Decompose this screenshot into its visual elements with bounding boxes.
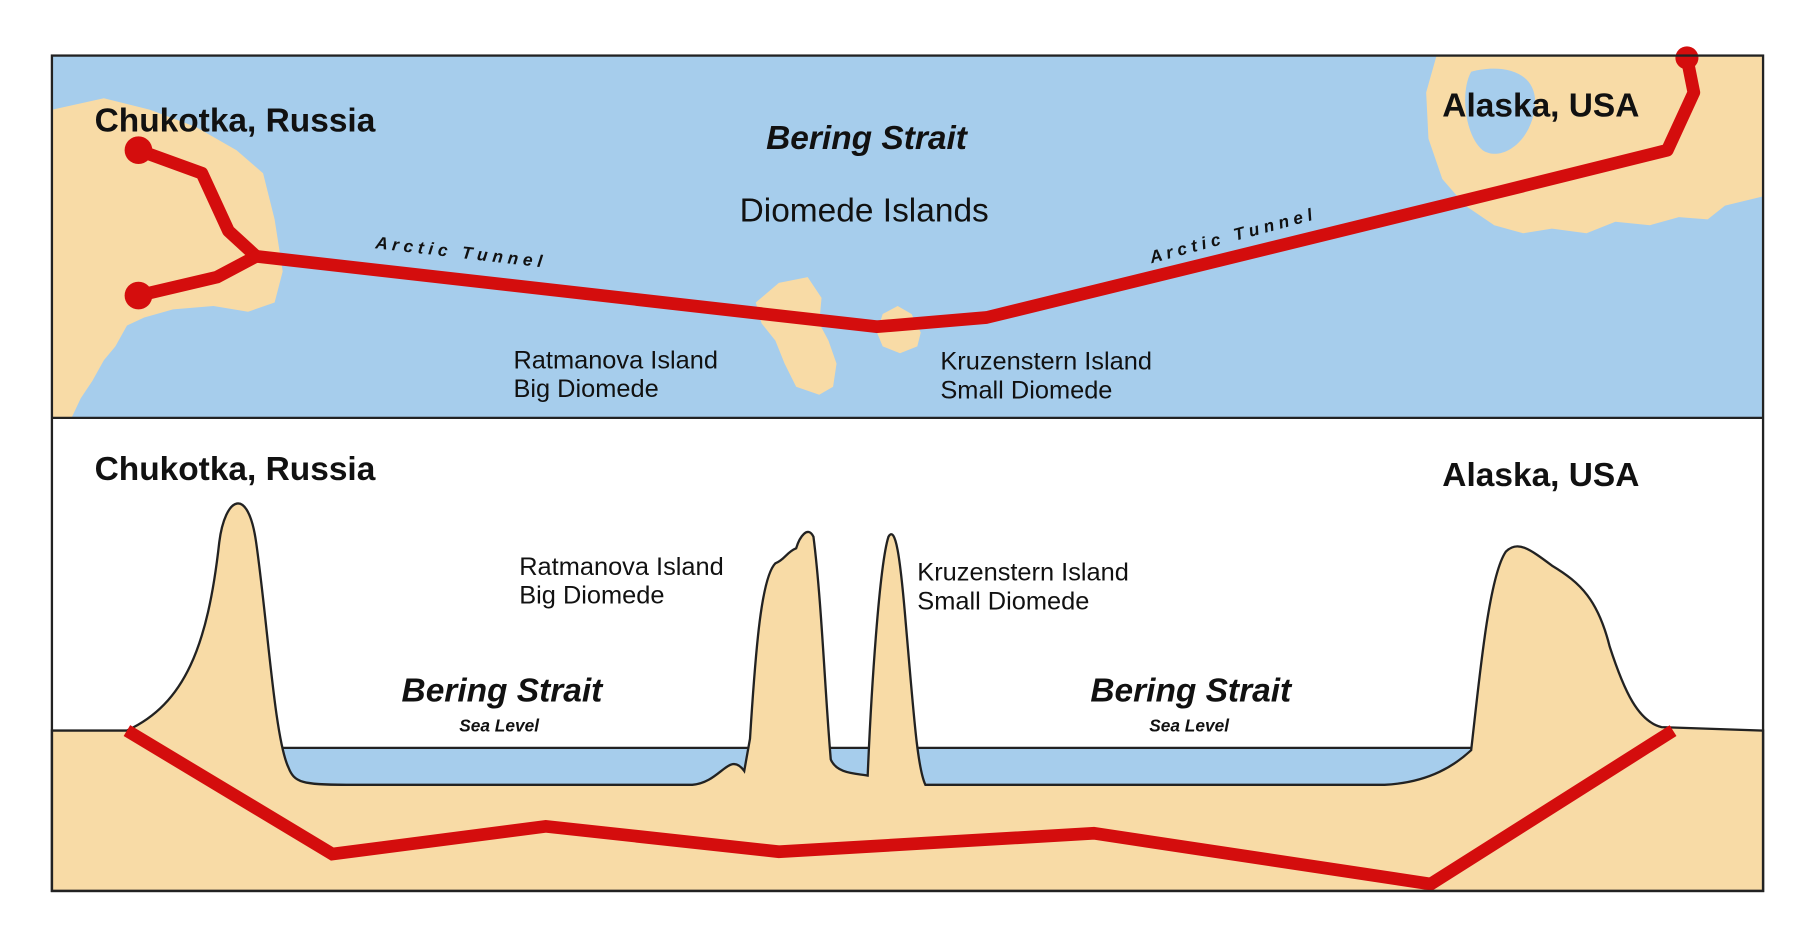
profile-sea-level-right: Sea Level [1149, 716, 1230, 736]
diagram-frame [50, 54, 1765, 893]
profile-russia-label: Chukotka, Russia [95, 451, 376, 488]
map-strait-label: Bering Strait [766, 120, 969, 157]
profile-small-island-alt: Small Diomede [917, 587, 1089, 615]
big-diomede-island [755, 277, 837, 395]
map-panel: Chukotka, Russia Alaska, USA Bering Stra… [51, 46, 1764, 418]
profile-small-island-name: Kruzenstern Island [917, 559, 1129, 587]
alaska-lagoon [1465, 68, 1536, 154]
map-usa-label: Alaska, USA [1442, 88, 1639, 125]
map-small-island-alt: Small Diomede [940, 376, 1112, 404]
map-islands-label: Diomede Islands [740, 193, 989, 230]
profile-usa-label: Alaska, USA [1442, 457, 1639, 494]
endpoint-marker [1675, 46, 1699, 70]
tunnel-route-profile [123, 725, 1677, 891]
profile-big-island-name: Ratmanova Island [519, 553, 724, 581]
profile-strait-right-label: Bering Strait [1090, 673, 1293, 710]
map-russia-label: Chukotka, Russia [95, 103, 376, 140]
map-big-island-name: Ratmanova Island [513, 346, 718, 374]
profile-panel: Chukotka, Russia Alaska, USA Ratmanova I… [50, 417, 1765, 893]
map-big-island-alt: Big Diomede [513, 375, 658, 403]
profile-strait-left-label: Bering Strait [402, 673, 605, 710]
terrain-profile [50, 502, 1765, 893]
tunnel-route-map [132, 51, 1701, 334]
map-small-island-name: Kruzenstern Island [940, 347, 1152, 375]
russia-landmass [51, 98, 283, 418]
endpoint-marker [124, 281, 153, 310]
endpoint-marker [124, 136, 153, 165]
profile-sea-level-left: Sea Level [459, 716, 540, 736]
profile-big-island-alt: Big Diomede [519, 582, 664, 610]
